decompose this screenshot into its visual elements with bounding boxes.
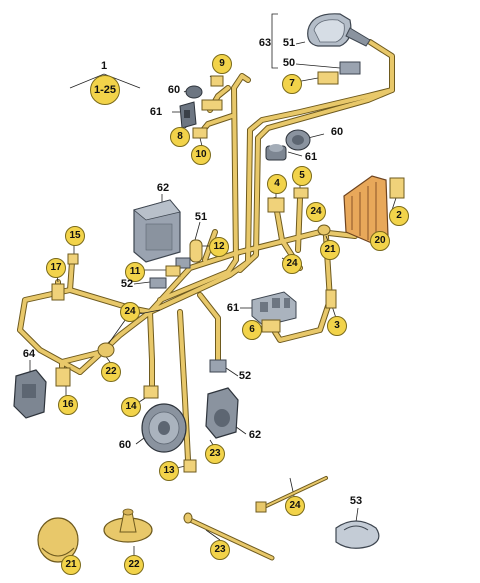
connector-4 xyxy=(267,197,285,213)
label-9: 9 xyxy=(212,54,232,74)
door-lock-64 xyxy=(13,369,47,419)
grommet-60-top xyxy=(185,85,203,99)
label-64: 64 xyxy=(22,348,36,360)
grommet-21 xyxy=(37,517,79,563)
sleeve-23 xyxy=(183,512,275,561)
label-15: 15 xyxy=(65,226,85,246)
label-2: 2 xyxy=(389,206,409,226)
label-60-right: 60 xyxy=(330,126,344,138)
grommet-22 xyxy=(103,508,153,543)
label-51-top: 51 xyxy=(282,37,296,49)
label-23-upper: 23 xyxy=(205,444,225,464)
label-60-bottom: 60 xyxy=(118,439,132,451)
part-12 xyxy=(189,239,203,263)
label-6: 6 xyxy=(242,320,262,340)
label-8: 8 xyxy=(170,127,190,147)
label-24-tie: 24 xyxy=(285,496,305,516)
connector-13 xyxy=(183,459,197,473)
connector-16 xyxy=(55,367,71,387)
clip-53 xyxy=(335,520,380,549)
connector-51-middle xyxy=(175,257,191,269)
label-24-right: 24 xyxy=(282,254,302,274)
speaker-60-right xyxy=(285,129,311,151)
label-52-bottom: 52 xyxy=(238,370,252,382)
switch-panel-61 xyxy=(251,291,297,327)
connector-15 xyxy=(67,253,79,265)
label-62-bottom: 62 xyxy=(248,429,262,441)
label-20: 20 xyxy=(370,231,390,251)
connector-8 xyxy=(201,99,223,111)
label-61-top: 61 xyxy=(149,106,163,118)
label-52-left: 52 xyxy=(120,278,134,290)
label-62-top: 62 xyxy=(156,182,170,194)
range-label: 1-25 xyxy=(90,75,120,105)
label-13: 13 xyxy=(159,461,179,481)
label-22-big: 22 xyxy=(124,555,144,575)
switch-61-right xyxy=(265,144,287,161)
label-16: 16 xyxy=(58,395,78,415)
grommet-22-inline xyxy=(97,342,115,358)
connector-6 xyxy=(261,319,281,333)
connector-10 xyxy=(192,127,208,139)
label-5: 5 xyxy=(292,166,312,186)
connector-7 xyxy=(317,71,339,85)
label-24-left: 24 xyxy=(120,302,140,322)
control-unit-62 xyxy=(133,199,181,263)
switch-61-top xyxy=(179,101,197,129)
connector-50 xyxy=(339,61,361,75)
connector-9 xyxy=(210,75,224,87)
label-10: 10 xyxy=(191,145,211,165)
label-23-sleeve: 23 xyxy=(210,540,230,560)
label-11: 11 xyxy=(125,262,145,282)
mirror xyxy=(307,13,371,47)
label-60-top: 60 xyxy=(167,84,181,96)
label-12: 12 xyxy=(209,237,229,257)
label-50: 50 xyxy=(282,57,296,69)
label-61-mid: 61 xyxy=(226,302,240,314)
connector-14 xyxy=(143,385,159,399)
label-21-big: 21 xyxy=(61,555,81,575)
cable-tie-24 xyxy=(255,476,328,513)
connector-2 xyxy=(389,177,405,199)
label-14: 14 xyxy=(121,397,141,417)
connector-3 xyxy=(325,289,337,309)
window-motor-62 xyxy=(205,387,239,439)
label-21-small: 21 xyxy=(320,240,340,260)
speaker-60 xyxy=(141,403,187,453)
label-63: 63 xyxy=(258,37,272,49)
label-51-mid: 51 xyxy=(194,211,208,223)
label-61-right: 61 xyxy=(304,151,318,163)
grommet-21-small xyxy=(317,224,331,236)
connector-17 xyxy=(51,283,65,301)
connector-52-left xyxy=(149,277,167,289)
connector-11 xyxy=(165,265,181,277)
connector-52-bottom xyxy=(209,359,227,373)
label-3: 3 xyxy=(327,316,347,336)
label-7: 7 xyxy=(282,74,302,94)
label-24-upper: 24 xyxy=(306,202,326,222)
label-4: 4 xyxy=(267,174,287,194)
label-17: 17 xyxy=(46,258,66,278)
label-53: 53 xyxy=(349,495,363,507)
label-22-inline: 22 xyxy=(101,362,121,382)
connector-5 xyxy=(293,187,309,199)
door-boot-20 xyxy=(343,175,389,245)
range-label-1: 1 xyxy=(100,60,108,72)
